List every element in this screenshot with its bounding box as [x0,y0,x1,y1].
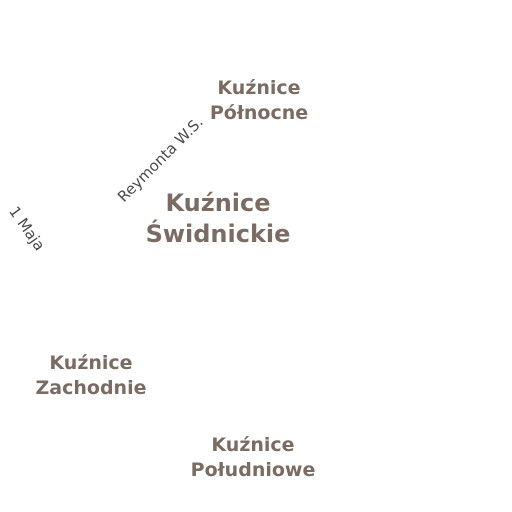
place-label-line: Północne [209,101,309,124]
place-label-line: Południowe [190,458,316,481]
place-label-line: Zachodnie [35,376,147,399]
place-label-line: Kuźnice [165,189,271,217]
place-label-kuznice-polnocne: Kuźnice Północne [205,76,313,125]
place-label-kuznice-swidnickie: Kuźnice Świdnickie [140,188,296,250]
place-label-line: Kuźnice [217,77,301,99]
place-label-kuznice-zachodnie: Kuźnice Zachodnie [30,351,152,400]
street-label-1-maja: 1 Maja [5,203,49,255]
place-label-line: Kuźnice [49,352,133,374]
place-label-line: Świdnickie [145,220,291,249]
place-label-line: Kuźnice [211,434,295,456]
place-label-kuznice-poludniowe: Kuźnice Południowe [186,433,320,482]
